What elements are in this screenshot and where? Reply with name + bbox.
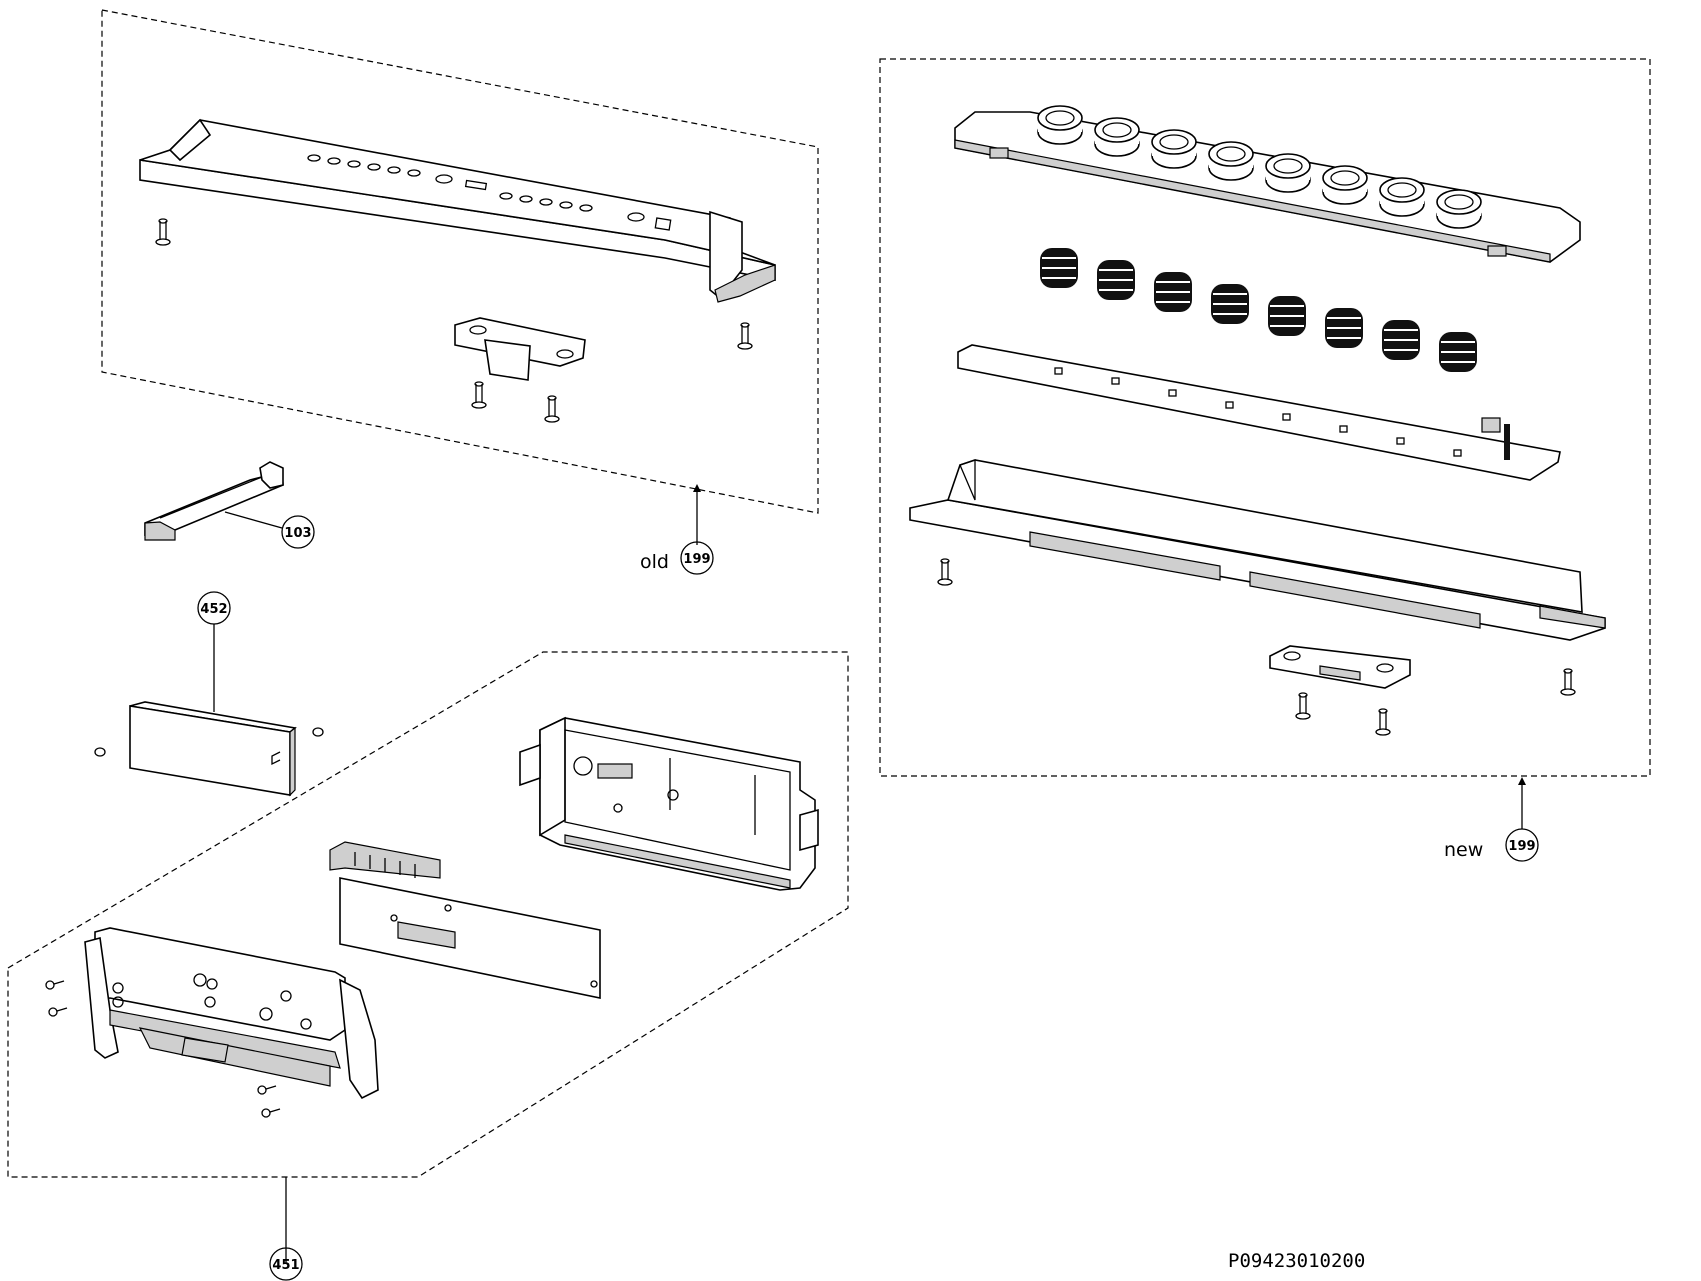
part-452-box: 452 (94, 591, 324, 797)
arrow-199-new (1518, 777, 1526, 785)
module-front-cover (84, 927, 379, 1100)
screw-module-2 (48, 1007, 68, 1017)
balloon-199-old (680, 541, 714, 575)
knob-5 (1265, 153, 1311, 193)
knob-3 (1151, 129, 1197, 169)
new-strip-board (957, 344, 1561, 481)
dashed-boundary-new-panel (879, 58, 1651, 777)
group-199-new-control-panel: new 199 (879, 58, 1651, 862)
balloon-103 (281, 515, 315, 549)
screw-old-left (155, 218, 171, 246)
spring-3 (1154, 272, 1192, 312)
spring-6 (1325, 308, 1363, 348)
label-103: 103 (284, 526, 311, 541)
spring-4 (1211, 284, 1249, 324)
label-199-new: 199 (1508, 839, 1535, 854)
screw-old-right (737, 322, 753, 350)
caption-199-old: old (640, 551, 669, 573)
screw-module-3 (257, 1085, 277, 1095)
screw-module-1 (45, 980, 65, 990)
screw-new-bracket-1 (1295, 692, 1311, 720)
old-bracket-part (454, 317, 586, 381)
new-top-knob-panel (954, 105, 1581, 263)
module-rear-housing (519, 716, 819, 891)
new-springs-row (1040, 248, 1477, 372)
label-199-old: 199 (683, 552, 710, 567)
label-452: 452 (200, 602, 227, 617)
screw-new-left (937, 558, 953, 586)
label-451: 451 (272, 1258, 299, 1273)
screw-module-4 (261, 1108, 281, 1118)
balloon-451 (269, 1247, 303, 1281)
part-103-bracket: 103 (144, 461, 315, 549)
screw-new-right (1560, 668, 1576, 696)
balloon-199-new (1505, 828, 1539, 862)
knob-1 (1037, 105, 1083, 145)
knob-7 (1379, 177, 1425, 217)
new-bottom-housing (909, 459, 1606, 641)
spring-5 (1268, 296, 1306, 336)
group-199-old-control-panel: old 199 (101, 9, 819, 575)
module-circuit-board (329, 841, 601, 999)
leader-103 (224, 511, 283, 529)
dashed-boundary-module (7, 651, 849, 1178)
knob-8 (1436, 189, 1482, 229)
old-control-panel-part (139, 118, 776, 303)
spring-8 (1439, 332, 1477, 372)
caption-199-new: new (1444, 839, 1483, 861)
arrow-199-old (693, 484, 701, 492)
knob-2 (1094, 117, 1140, 157)
drawing-code: P09423010200 (1228, 1250, 1365, 1272)
screw-old-bracket-2 (544, 395, 560, 423)
knob-4 (1208, 141, 1254, 181)
screw-new-bracket-2 (1375, 708, 1391, 736)
spring-2 (1097, 260, 1135, 300)
spring-7 (1382, 320, 1420, 360)
spring-1 (1040, 248, 1078, 288)
group-451-electronic-module: 451 (7, 651, 849, 1281)
screw-old-bracket-1 (471, 381, 487, 409)
dashed-boundary-old-panel (101, 9, 819, 514)
knob-6 (1322, 165, 1368, 205)
new-bracket-part (1269, 645, 1411, 689)
